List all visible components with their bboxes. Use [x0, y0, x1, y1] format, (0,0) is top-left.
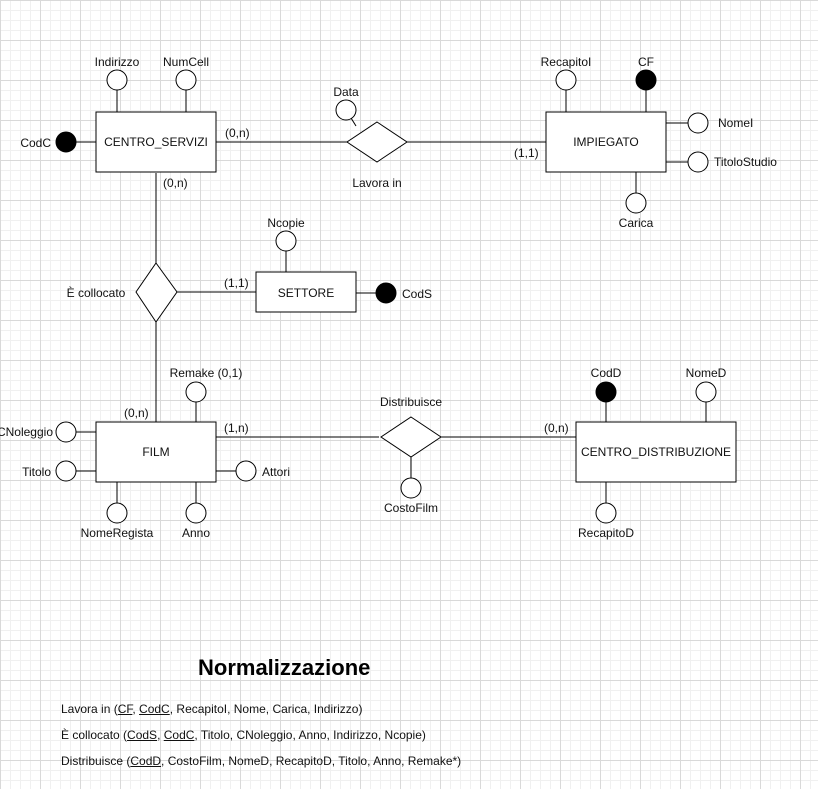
cardinality-film-distribuisce: (1,n): [224, 421, 249, 435]
relationship-e-collocato[interactable]: È collocato: [67, 262, 178, 323]
relation-attributes: , CostoFilm, NomeD, RecapitoD, Titolo, A…: [161, 754, 462, 768]
normalization-line-distribuisce: Distribuisce (CodD, CostoFilm, NomeD, Re…: [61, 754, 461, 768]
attribute-label: Anno: [182, 526, 210, 540]
attribute-label: TitoloStudio: [714, 155, 777, 169]
cardinality-film-collocato: (0,n): [124, 406, 149, 420]
entity-label: FILM: [142, 445, 169, 459]
attribute-label: Titolo: [22, 465, 51, 479]
relation-attributes: , RecapitoI, Nome, Carica, Indirizzo): [169, 702, 363, 716]
relationship-label: Lavora in: [352, 176, 401, 190]
cardinality-cs-lavora: (0,n): [225, 126, 250, 140]
attribute-label: Attori: [262, 465, 290, 479]
attribute-titolo[interactable]: Titolo: [22, 460, 77, 482]
entity-label: SETTORE: [278, 286, 334, 300]
relation-name: Distribuisce (: [61, 754, 131, 768]
relation-name: Lavora in (: [61, 702, 118, 716]
attribute-label: NomeI: [718, 116, 753, 130]
attribute-numcell[interactable]: NumCell: [163, 55, 209, 91]
normalization-line-e-collocato: È collocato (CodS, CodC, Titolo, CNolegg…: [61, 728, 426, 742]
attribute-label: CodD: [591, 366, 622, 380]
attribute-attori[interactable]: Attori: [235, 460, 290, 482]
attribute-codc-key[interactable]: CodC: [20, 131, 77, 153]
attribute-label: CNoleggio: [0, 425, 53, 439]
attribute-label: Data: [333, 85, 359, 99]
attribute-label: Ncopie: [267, 216, 305, 230]
attribute-label: NomeRegista: [81, 526, 154, 540]
attribute-anno[interactable]: Anno: [182, 502, 210, 540]
connection-lines: [76, 90, 707, 503]
relationship-lavora-in[interactable]: Lavora in: [346, 121, 408, 190]
attribute-nomeregista[interactable]: NomeRegista: [81, 502, 154, 540]
cardinality-cd-distribuisce: (0,n): [544, 421, 569, 435]
relation-attributes: , Titolo, CNoleggio, Anno, Indirizzo, Nc…: [194, 728, 426, 742]
key-attribute: CodD: [130, 754, 162, 768]
entity-label: IMPIEGATO: [573, 135, 639, 149]
attribute-recapitoi[interactable]: RecapitoI: [541, 55, 592, 91]
attribute-cods-key[interactable]: CodS: [375, 282, 432, 304]
entity-label: CENTRO_SERVIZI: [104, 135, 208, 149]
er-diagram: CENTRO_SERVIZI IMPIEGATO SETTORE FILM CE…: [0, 55, 777, 540]
attribute-data[interactable]: Data: [333, 85, 359, 121]
attribute-cf-key[interactable]: CF: [635, 55, 657, 91]
attribute-label: Carica: [619, 216, 654, 230]
attribute-costofilm[interactable]: CostoFilm: [384, 477, 438, 515]
entity-impiegato[interactable]: IMPIEGATO: [545, 111, 667, 173]
attribute-label: NomeD: [686, 366, 727, 380]
entity-centro-servizi[interactable]: CENTRO_SERVIZI: [95, 111, 217, 173]
key-attribute: CodS: [127, 728, 158, 742]
relationship-distribuisce[interactable]: Distribuisce: [380, 395, 442, 458]
entity-settore[interactable]: SETTORE: [255, 271, 357, 313]
attribute-codd-key[interactable]: CodD: [591, 366, 622, 403]
section-title: Normalizzazione: [198, 655, 371, 680]
cardinality-settore-collocato: (1,1): [224, 276, 249, 290]
attribute-label: CodS: [402, 287, 432, 301]
cardinality-imp-lavora: (1,1): [514, 146, 539, 160]
attribute-label: CostoFilm: [384, 501, 438, 515]
normalization-line-lavora-in: Lavora in (CF, CodC, RecapitoI, Nome, Ca…: [61, 702, 363, 716]
attribute-label: CodC: [20, 136, 51, 150]
attribute-titolostudio[interactable]: TitoloStudio: [687, 151, 777, 173]
key-attribute: CodC: [163, 728, 195, 742]
relationship-label: Distribuisce: [380, 395, 442, 409]
key-attribute: CF: [117, 702, 133, 716]
attribute-remake[interactable]: Remake (0,1): [170, 366, 243, 403]
attribute-label: NumCell: [163, 55, 209, 69]
attribute-label: Indirizzo: [95, 55, 140, 69]
entity-film[interactable]: FILM: [95, 421, 217, 483]
attribute-label: CF: [638, 55, 654, 69]
relation-name: È collocato (: [61, 728, 128, 742]
attribute-cnoleggio[interactable]: CNoleggio: [0, 421, 77, 443]
attribute-nomed[interactable]: NomeD: [686, 366, 727, 403]
cardinality-cs-collocato: (0,n): [163, 176, 188, 190]
cardinality-labels: (0,n) (1,1) (0,n) (1,1) (0,n) (1,n) (0,n…: [124, 126, 569, 435]
attribute-label: RecapitoI: [541, 55, 592, 69]
attribute-indirizzo[interactable]: Indirizzo: [95, 55, 140, 91]
attribute-label: RecapitoD: [578, 526, 634, 540]
attribute-ncopie[interactable]: Ncopie: [267, 216, 305, 252]
key-attribute: CodC: [139, 702, 170, 716]
attribute-recapitod[interactable]: RecapitoD: [578, 502, 634, 540]
attribute-nomei[interactable]: NomeI: [687, 112, 753, 134]
relationship-label: È collocato: [67, 285, 126, 300]
entity-centro-distribuzione[interactable]: CENTRO_DISTRIBUZIONE: [575, 421, 737, 483]
attribute-label: Remake (0,1): [170, 366, 243, 380]
attribute-carica[interactable]: Carica: [619, 192, 654, 230]
entity-label: CENTRO_DISTRIBUZIONE: [581, 445, 731, 459]
